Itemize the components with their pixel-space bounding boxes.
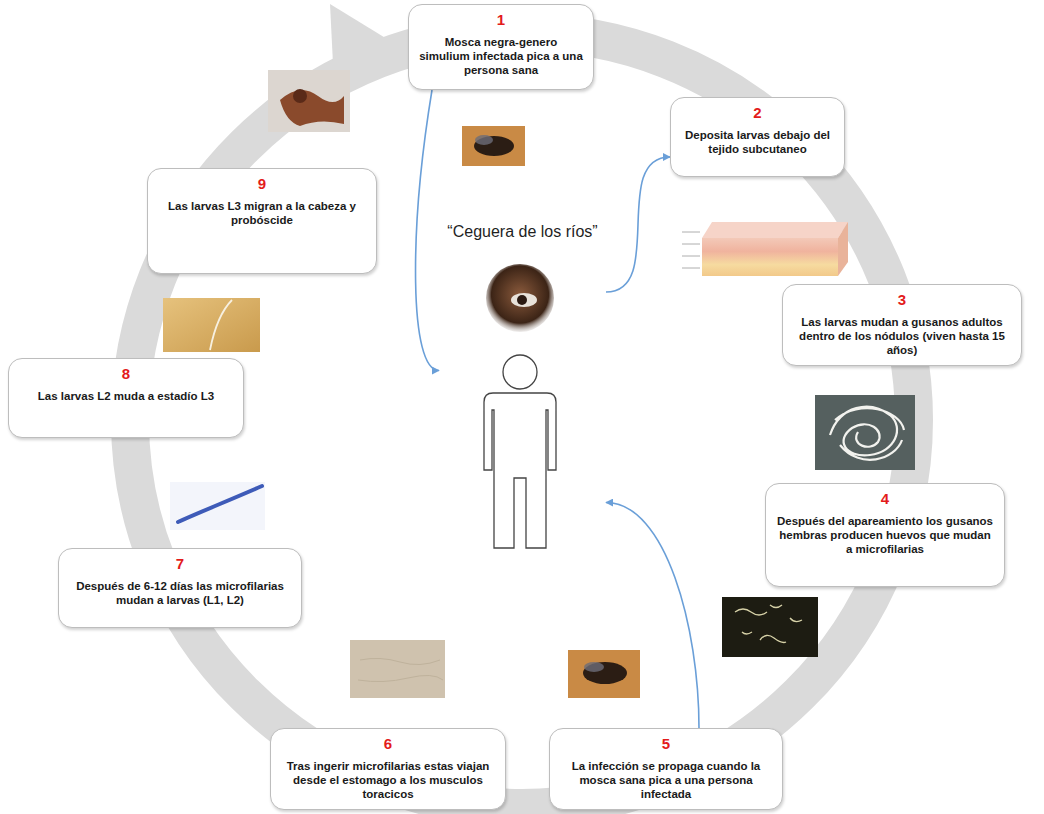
photo-ground <box>268 70 350 132</box>
step-text: La infección se propaga cuando la mosca … <box>560 759 772 801</box>
cycle-ring <box>130 32 914 808</box>
step-number: 9 <box>258 175 266 193</box>
figure-title: “Ceguera de los ríos” <box>444 222 600 242</box>
step-text: Las larvas L3 migran a la cabeza y probó… <box>158 199 366 227</box>
flow-arrow <box>416 90 439 371</box>
leader-line <box>682 232 700 233</box>
step-number: 3 <box>898 291 906 309</box>
photo-ground <box>568 650 640 698</box>
skin-side <box>702 238 838 276</box>
photo-ground <box>350 640 445 698</box>
step-number: 1 <box>497 11 505 29</box>
fly-body <box>474 136 514 156</box>
person-outline <box>484 355 556 548</box>
worm-photo <box>815 395 915 470</box>
leader-line <box>682 256 700 257</box>
skin-top <box>702 222 848 238</box>
step-box: 8Las larvas L2 muda a estadío L3 <box>8 358 244 438</box>
step-number: 5 <box>662 735 670 753</box>
photo-ground <box>815 395 915 470</box>
fly-wing <box>584 662 604 672</box>
photo-ground <box>462 126 525 166</box>
photo-shape <box>293 89 307 103</box>
larva-photo <box>170 482 265 530</box>
step-box: 3Las larvas mudan a gusanos adultos dent… <box>782 284 1022 366</box>
leader-line <box>682 244 700 245</box>
step-text: Después de 6-12 días las microfilarias m… <box>69 579 291 607</box>
photo-ground <box>163 298 260 352</box>
step-box: 6Tras ingerir microfilarias estas viajan… <box>270 728 506 810</box>
microfilaria <box>735 605 802 643</box>
larva <box>178 486 262 522</box>
flow-arrow <box>606 157 670 292</box>
step-box: 4Después del apareamiento los gusanos he… <box>765 483 1005 587</box>
fly-photo <box>268 70 350 132</box>
step-text: Las larvas mudan a gusanos adultos dentr… <box>793 315 1011 357</box>
skin-edge <box>838 222 848 276</box>
step-number: 2 <box>753 104 761 122</box>
larva-photo <box>163 298 260 352</box>
step-number: 7 <box>176 555 184 573</box>
face-disc <box>486 264 554 332</box>
center-figure: “Ceguera de los ríos” <box>439 222 606 552</box>
microfilaria-photo <box>722 597 818 657</box>
step-box: 7Después de 6-12 días las microfilarias … <box>58 548 302 628</box>
eye-white <box>511 293 537 307</box>
person-body <box>484 393 556 548</box>
fly-wing <box>475 135 493 145</box>
step-text: Después del apareamiento los gusanos hem… <box>776 514 994 556</box>
step-text: Tras ingerir microfilarias estas viajan … <box>281 759 495 801</box>
larva <box>210 300 232 350</box>
flow-arrow <box>606 503 699 729</box>
photo-ground <box>170 482 265 530</box>
worm-tangle <box>830 407 904 460</box>
eye-iris <box>517 295 527 305</box>
step-text: Las larvas L2 muda a estadío L3 <box>38 389 214 403</box>
step-box: 1Mosca negra-genero simulium infectada p… <box>408 4 594 90</box>
photo-texture <box>358 658 443 681</box>
eye-image <box>486 264 554 332</box>
fly-body <box>583 662 627 684</box>
photo-ground <box>722 597 818 657</box>
step-box: 5 La infección se propaga cuando la mosca… <box>549 728 783 810</box>
step-number: 4 <box>881 490 889 508</box>
step-text: Deposita larvas debajo del tejido subcut… <box>681 128 834 156</box>
step-text: Mosca negra-genero simulium infectada pi… <box>419 35 583 77</box>
fly-photo <box>462 126 525 166</box>
fly-photo <box>568 650 640 698</box>
step-box: 2Deposita larvas debajo del tejido subcu… <box>670 97 845 177</box>
step-number: 6 <box>384 735 392 753</box>
photo-shape <box>280 90 344 126</box>
step-box: 9Las larvas L3 migran a la cabeza y prob… <box>147 168 377 274</box>
muscle-photo <box>350 640 445 698</box>
person-head <box>503 355 537 389</box>
skin-layers <box>682 222 848 276</box>
leader-line <box>682 268 700 269</box>
step-number: 8 <box>122 365 130 383</box>
